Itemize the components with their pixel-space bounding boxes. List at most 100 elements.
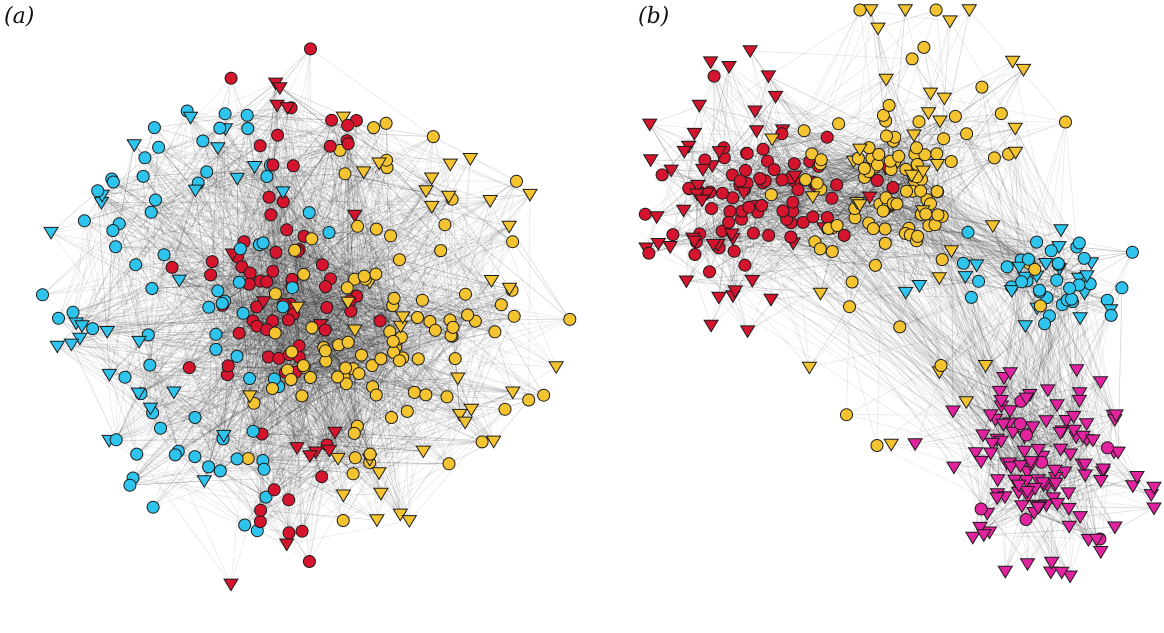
- graph-edge: [236, 176, 268, 357]
- graph-edge: [278, 358, 424, 452]
- graph-edge: [304, 367, 466, 423]
- graph-edge: [922, 210, 1041, 307]
- graph-edge: [263, 342, 349, 470]
- graph-edge: [711, 165, 1035, 514]
- graph-edge: [277, 134, 346, 174]
- node-circle: [213, 464, 227, 478]
- graph-edge: [354, 215, 419, 360]
- graph-edge: [42, 190, 427, 296]
- graph-edge: [224, 285, 292, 302]
- graph-edge: [1037, 479, 1116, 528]
- graph-edge: [320, 324, 415, 393]
- graph-edge: [767, 123, 839, 162]
- node-circle: [319, 280, 332, 294]
- node-circle: [323, 139, 337, 153]
- graph-edge: [308, 212, 400, 361]
- network-a-edges: [42, 48, 571, 585]
- graph-edge: [288, 450, 330, 500]
- node-triangle: [346, 209, 363, 223]
- graph-edge: [171, 115, 248, 268]
- graph-edge: [298, 249, 339, 346]
- network-graph-a: [36, 42, 577, 592]
- graph-edge: [179, 280, 349, 303]
- graph-edge: [402, 357, 458, 379]
- graph-edge: [344, 173, 395, 299]
- graph-edge: [132, 365, 229, 479]
- graph-edge: [270, 165, 289, 321]
- graph-edge: [361, 163, 380, 356]
- graph-edge: [293, 165, 366, 280]
- graph-edge: [334, 432, 344, 496]
- graph-edge: [444, 224, 502, 305]
- node-circle: [373, 314, 387, 328]
- graph-edge: [175, 454, 245, 526]
- graph-edge: [451, 200, 491, 337]
- node-circle: [224, 71, 238, 85]
- graph-edge: [173, 391, 371, 455]
- graph-edge: [101, 176, 144, 196]
- graph-edge: [222, 236, 305, 440]
- node-circle: [305, 232, 319, 246]
- graph-edge: [151, 190, 196, 213]
- graph-edge: [237, 256, 326, 287]
- graph-edge: [109, 374, 137, 455]
- graph-edge: [79, 307, 298, 339]
- graph-edge: [143, 171, 207, 177]
- graph-edge: [1060, 230, 1097, 540]
- graph-edge: [297, 251, 313, 328]
- node-triangle: [423, 172, 440, 186]
- graph-edge: [136, 453, 232, 585]
- graph-edge: [57, 346, 292, 353]
- graph-edge: [756, 130, 762, 206]
- node-circle: [260, 275, 274, 289]
- graph-edge: [266, 177, 432, 283]
- node-circle: [36, 288, 49, 302]
- graph-edge: [899, 326, 942, 366]
- graph-edge: [346, 383, 392, 418]
- graph-edge: [262, 176, 268, 243]
- graph-edge: [152, 374, 228, 414]
- graph-edge: [247, 232, 330, 459]
- graph-edge: [922, 171, 1052, 252]
- graph-edge: [936, 191, 1026, 327]
- graph-edge: [450, 164, 496, 332]
- graph-edge: [734, 183, 818, 292]
- graph-edge: [286, 357, 300, 545]
- graph-edge: [297, 190, 427, 308]
- graph-edge: [326, 376, 338, 445]
- graph-edge: [238, 332, 290, 355]
- graph-edge: [222, 113, 226, 306]
- graph-edge: [150, 212, 305, 368]
- graph-edge: [173, 392, 261, 522]
- graph-edge: [225, 128, 434, 137]
- graph-edge: [1045, 263, 1114, 416]
- graph-edge: [239, 332, 394, 353]
- graph-edge: [249, 395, 370, 460]
- graph-edge: [132, 307, 327, 479]
- node-circle: [357, 269, 371, 283]
- graph-edge: [334, 432, 410, 521]
- graph-edge: [50, 232, 251, 274]
- node-circle: [295, 389, 309, 403]
- graph-edge: [393, 331, 495, 353]
- graph-edge: [208, 306, 275, 380]
- graph-edge: [347, 125, 513, 242]
- graph-edge: [743, 192, 869, 224]
- graph-edge: [142, 176, 269, 358]
- node-triangle: [449, 372, 466, 386]
- graph-edge: [150, 372, 286, 409]
- graph-edge: [297, 251, 496, 333]
- graph-edge: [297, 212, 310, 308]
- graph-edge: [328, 232, 448, 397]
- graph-edge: [346, 378, 458, 384]
- graph-edge: [352, 392, 513, 475]
- graph-edge: [101, 195, 233, 255]
- graph-edge: [357, 226, 418, 318]
- graph-edge: [115, 246, 179, 452]
- node-circle: [241, 122, 255, 135]
- graph-edge: [154, 127, 274, 272]
- node-circle: [52, 311, 65, 325]
- graph-edge: [283, 293, 466, 305]
- graph-edge: [356, 295, 450, 464]
- graph-edge: [400, 224, 446, 327]
